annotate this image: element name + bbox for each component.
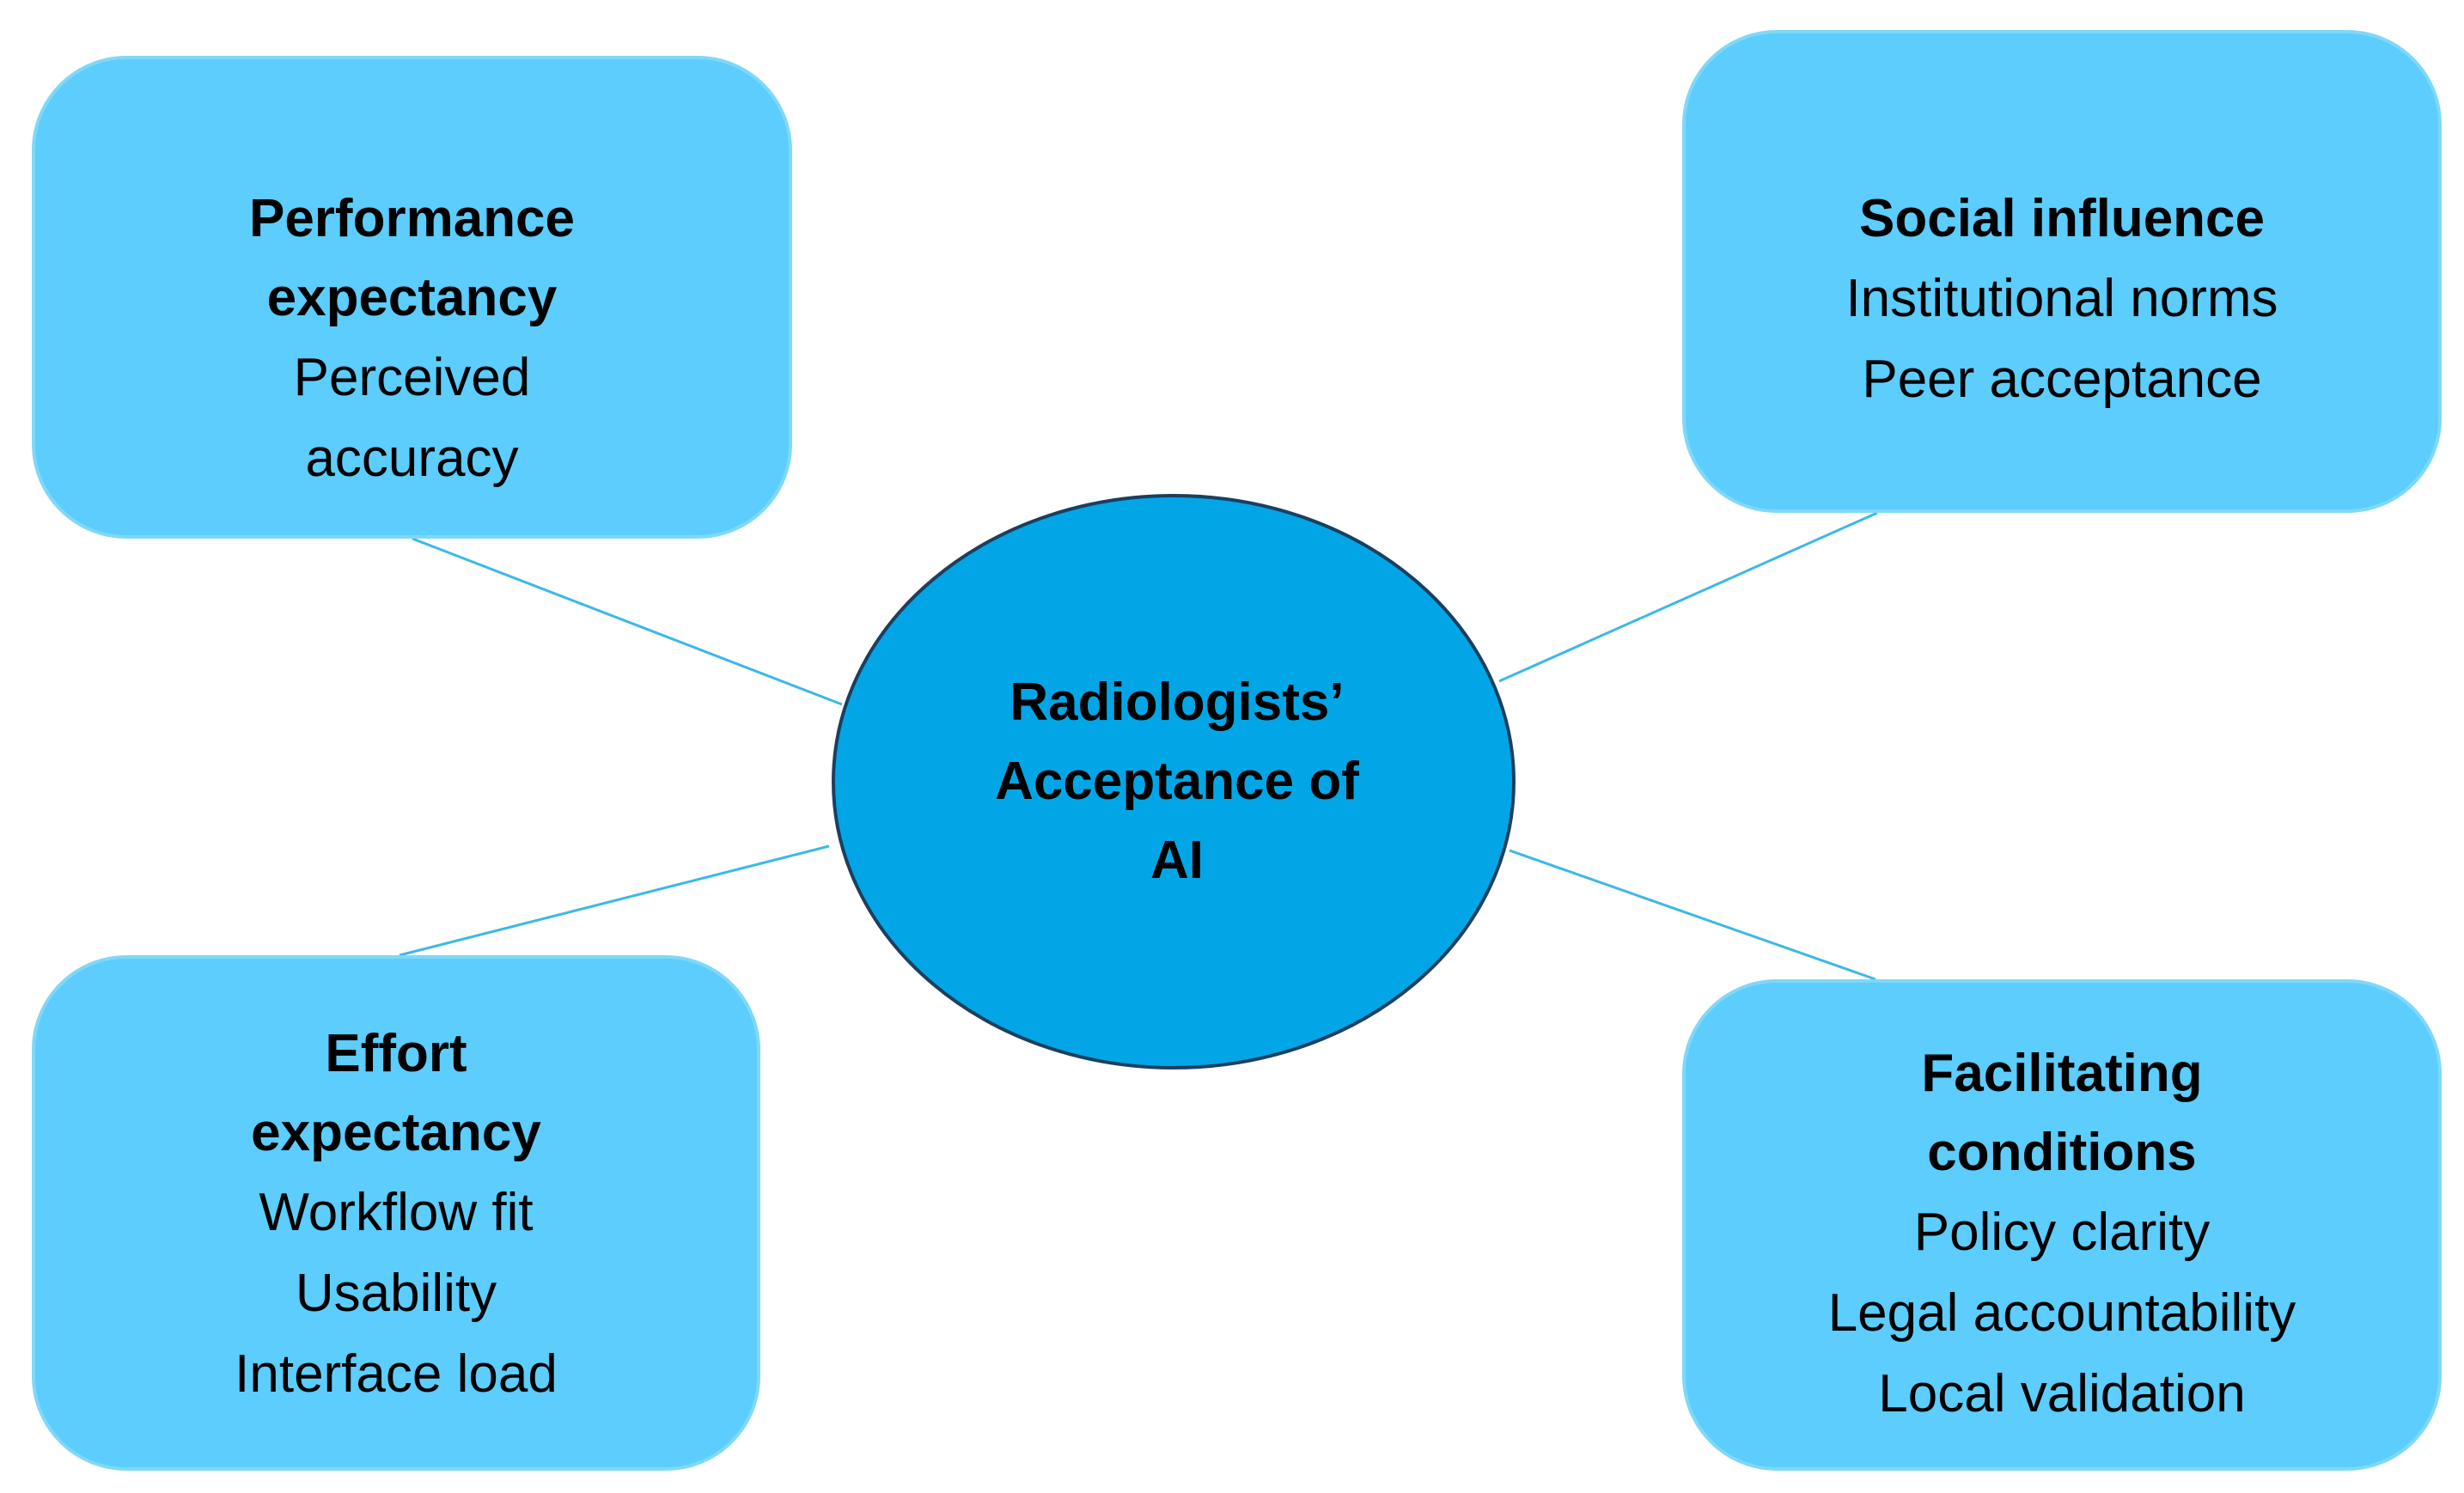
performance-title-line-1: Performance bbox=[248, 189, 576, 248]
connector-performance bbox=[412, 537, 843, 706]
center-node: Radiologists’ Acceptance of AI bbox=[833, 498, 1521, 1065]
connector-social bbox=[1498, 511, 1878, 683]
effort-expectancy-box: Effort expectancy Workflow fit Usability… bbox=[32, 955, 760, 1471]
performance-title-line-2: expectancy bbox=[266, 268, 558, 327]
performance-expectancy-box: Performance expectancy Perceived accurac… bbox=[32, 56, 792, 539]
center-ellipse bbox=[832, 494, 1516, 1069]
performance-item-1: Perceived bbox=[293, 348, 531, 407]
connector-facilitating bbox=[1509, 849, 1876, 981]
effort-title-line-1: Effort bbox=[325, 1024, 467, 1083]
effort-title-line-2: expectancy bbox=[251, 1103, 541, 1162]
social-title-line-1: Social influence bbox=[1858, 189, 2266, 248]
facilitating-conditions-box: Facilitating conditions Policy clarity L… bbox=[1682, 979, 2442, 1471]
center-title-line-2: Acceptance of bbox=[995, 752, 1359, 811]
center-title-line-3: AI bbox=[1150, 831, 1204, 890]
performance-item-2: accuracy bbox=[305, 429, 519, 488]
center-title-line-1: Radiologists’ bbox=[1009, 673, 1345, 732]
effort-item-3: Interface load bbox=[235, 1344, 558, 1404]
social-item-2: Peer acceptance bbox=[1862, 350, 2262, 409]
social-item-1: Institutional norms bbox=[1845, 269, 2278, 328]
facilitating-item-2: Legal accountability bbox=[1827, 1283, 2296, 1343]
social-influence-box: Social influence Institutional norms Pee… bbox=[1682, 30, 2442, 513]
facilitating-item-1: Policy clarity bbox=[1913, 1203, 2211, 1262]
effort-item-1: Workflow fit bbox=[259, 1183, 534, 1242]
connector-effort bbox=[399, 844, 830, 957]
effort-item-2: Usability bbox=[295, 1264, 497, 1323]
facilitating-title-line-1: Facilitating bbox=[1921, 1044, 2203, 1103]
facilitating-title-line-2: conditions bbox=[1927, 1123, 2197, 1182]
facilitating-item-3: Local validation bbox=[1878, 1364, 2246, 1423]
